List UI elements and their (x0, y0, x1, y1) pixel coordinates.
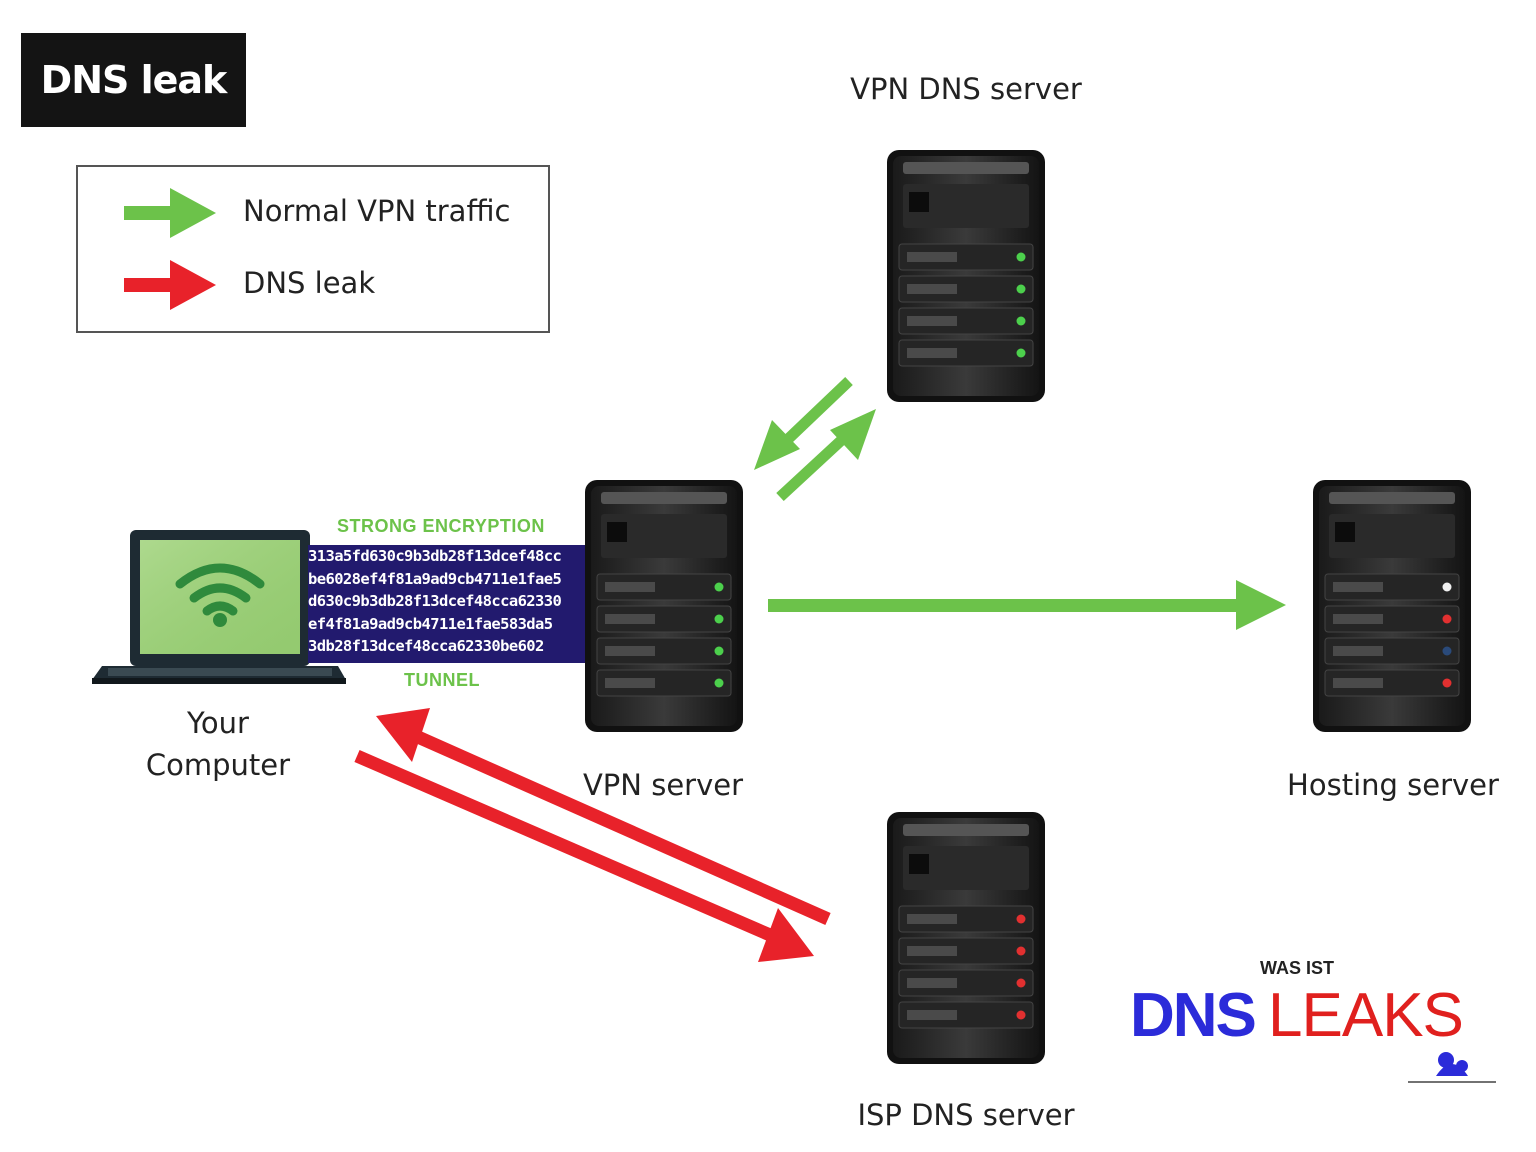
computer-label-line1: Your (187, 706, 249, 740)
logo-dns-text: DNS (1130, 981, 1257, 1050)
arrow-vpn-to-hosting (768, 580, 1286, 630)
hosting-server-label: Hosting server (1287, 768, 1499, 802)
encrypted-tunnel: 313a5fd630c9b3db28f13dcef48cc be6028ef4f… (308, 545, 586, 663)
was-ist-dns-leaks-logo: WAS IST DNS LEAKS (1128, 958, 1498, 1088)
arrow-vpndns-to-vpn (754, 377, 853, 470)
diagram-title: DNS leak (21, 33, 246, 127)
tunnel-encryption-label: STRONG ENCRYPTION (337, 516, 545, 536)
computer-label-line2: Computer (145, 748, 291, 782)
vpn-dns-server-icon (885, 148, 1047, 408)
legend-label-leak: DNS leak (243, 266, 376, 300)
logo-leaks-text: LEAKS (1268, 981, 1464, 1050)
tunnel-line: 313a5fd630c9b3db28f13dcef48cc (308, 547, 562, 565)
logo-mascot-icon (1408, 1052, 1496, 1083)
wifi-icon (175, 563, 265, 616)
tunnel-line: be6028ef4f81a9ad9cb4711e1fae5 (308, 569, 562, 588)
isp-dns-server-label: ISP DNS server (857, 1098, 1075, 1132)
tunnel-line: 3db28f13dcef48cca62330be602 (308, 637, 544, 655)
legend-item-leak: DNS leak (78, 256, 548, 316)
arrow-isp-to-computer (376, 708, 831, 925)
legend: Normal VPN traffic DNS leak (76, 165, 550, 333)
laptop-icon (92, 530, 346, 684)
hosting-server-icon (1311, 478, 1473, 738)
isp-dns-server-icon (885, 810, 1047, 1070)
vpn-server-icon (583, 478, 745, 738)
vpn-dns-server-label: VPN DNS server (850, 72, 1082, 106)
green-arrow-icon (124, 188, 216, 238)
tunnel-line: ef4f81a9ad9cb4711e1fae583da5 (308, 614, 553, 633)
legend-item-normal: Normal VPN traffic (78, 184, 548, 244)
logo-top-text: WAS IST (1260, 958, 1335, 978)
arrow-vpn-to-vpndns (776, 409, 876, 502)
tunnel-line: d630c9b3db28f13dcef48cca62330 (308, 592, 562, 610)
vpn-server-label: VPN server (582, 768, 744, 802)
red-arrow-icon (124, 260, 216, 310)
arrow-computer-to-isp (354, 750, 814, 962)
legend-label-normal: Normal VPN traffic (243, 194, 511, 228)
tunnel-label: TUNNEL (404, 670, 480, 690)
computer-label: Your Computer (120, 702, 316, 786)
